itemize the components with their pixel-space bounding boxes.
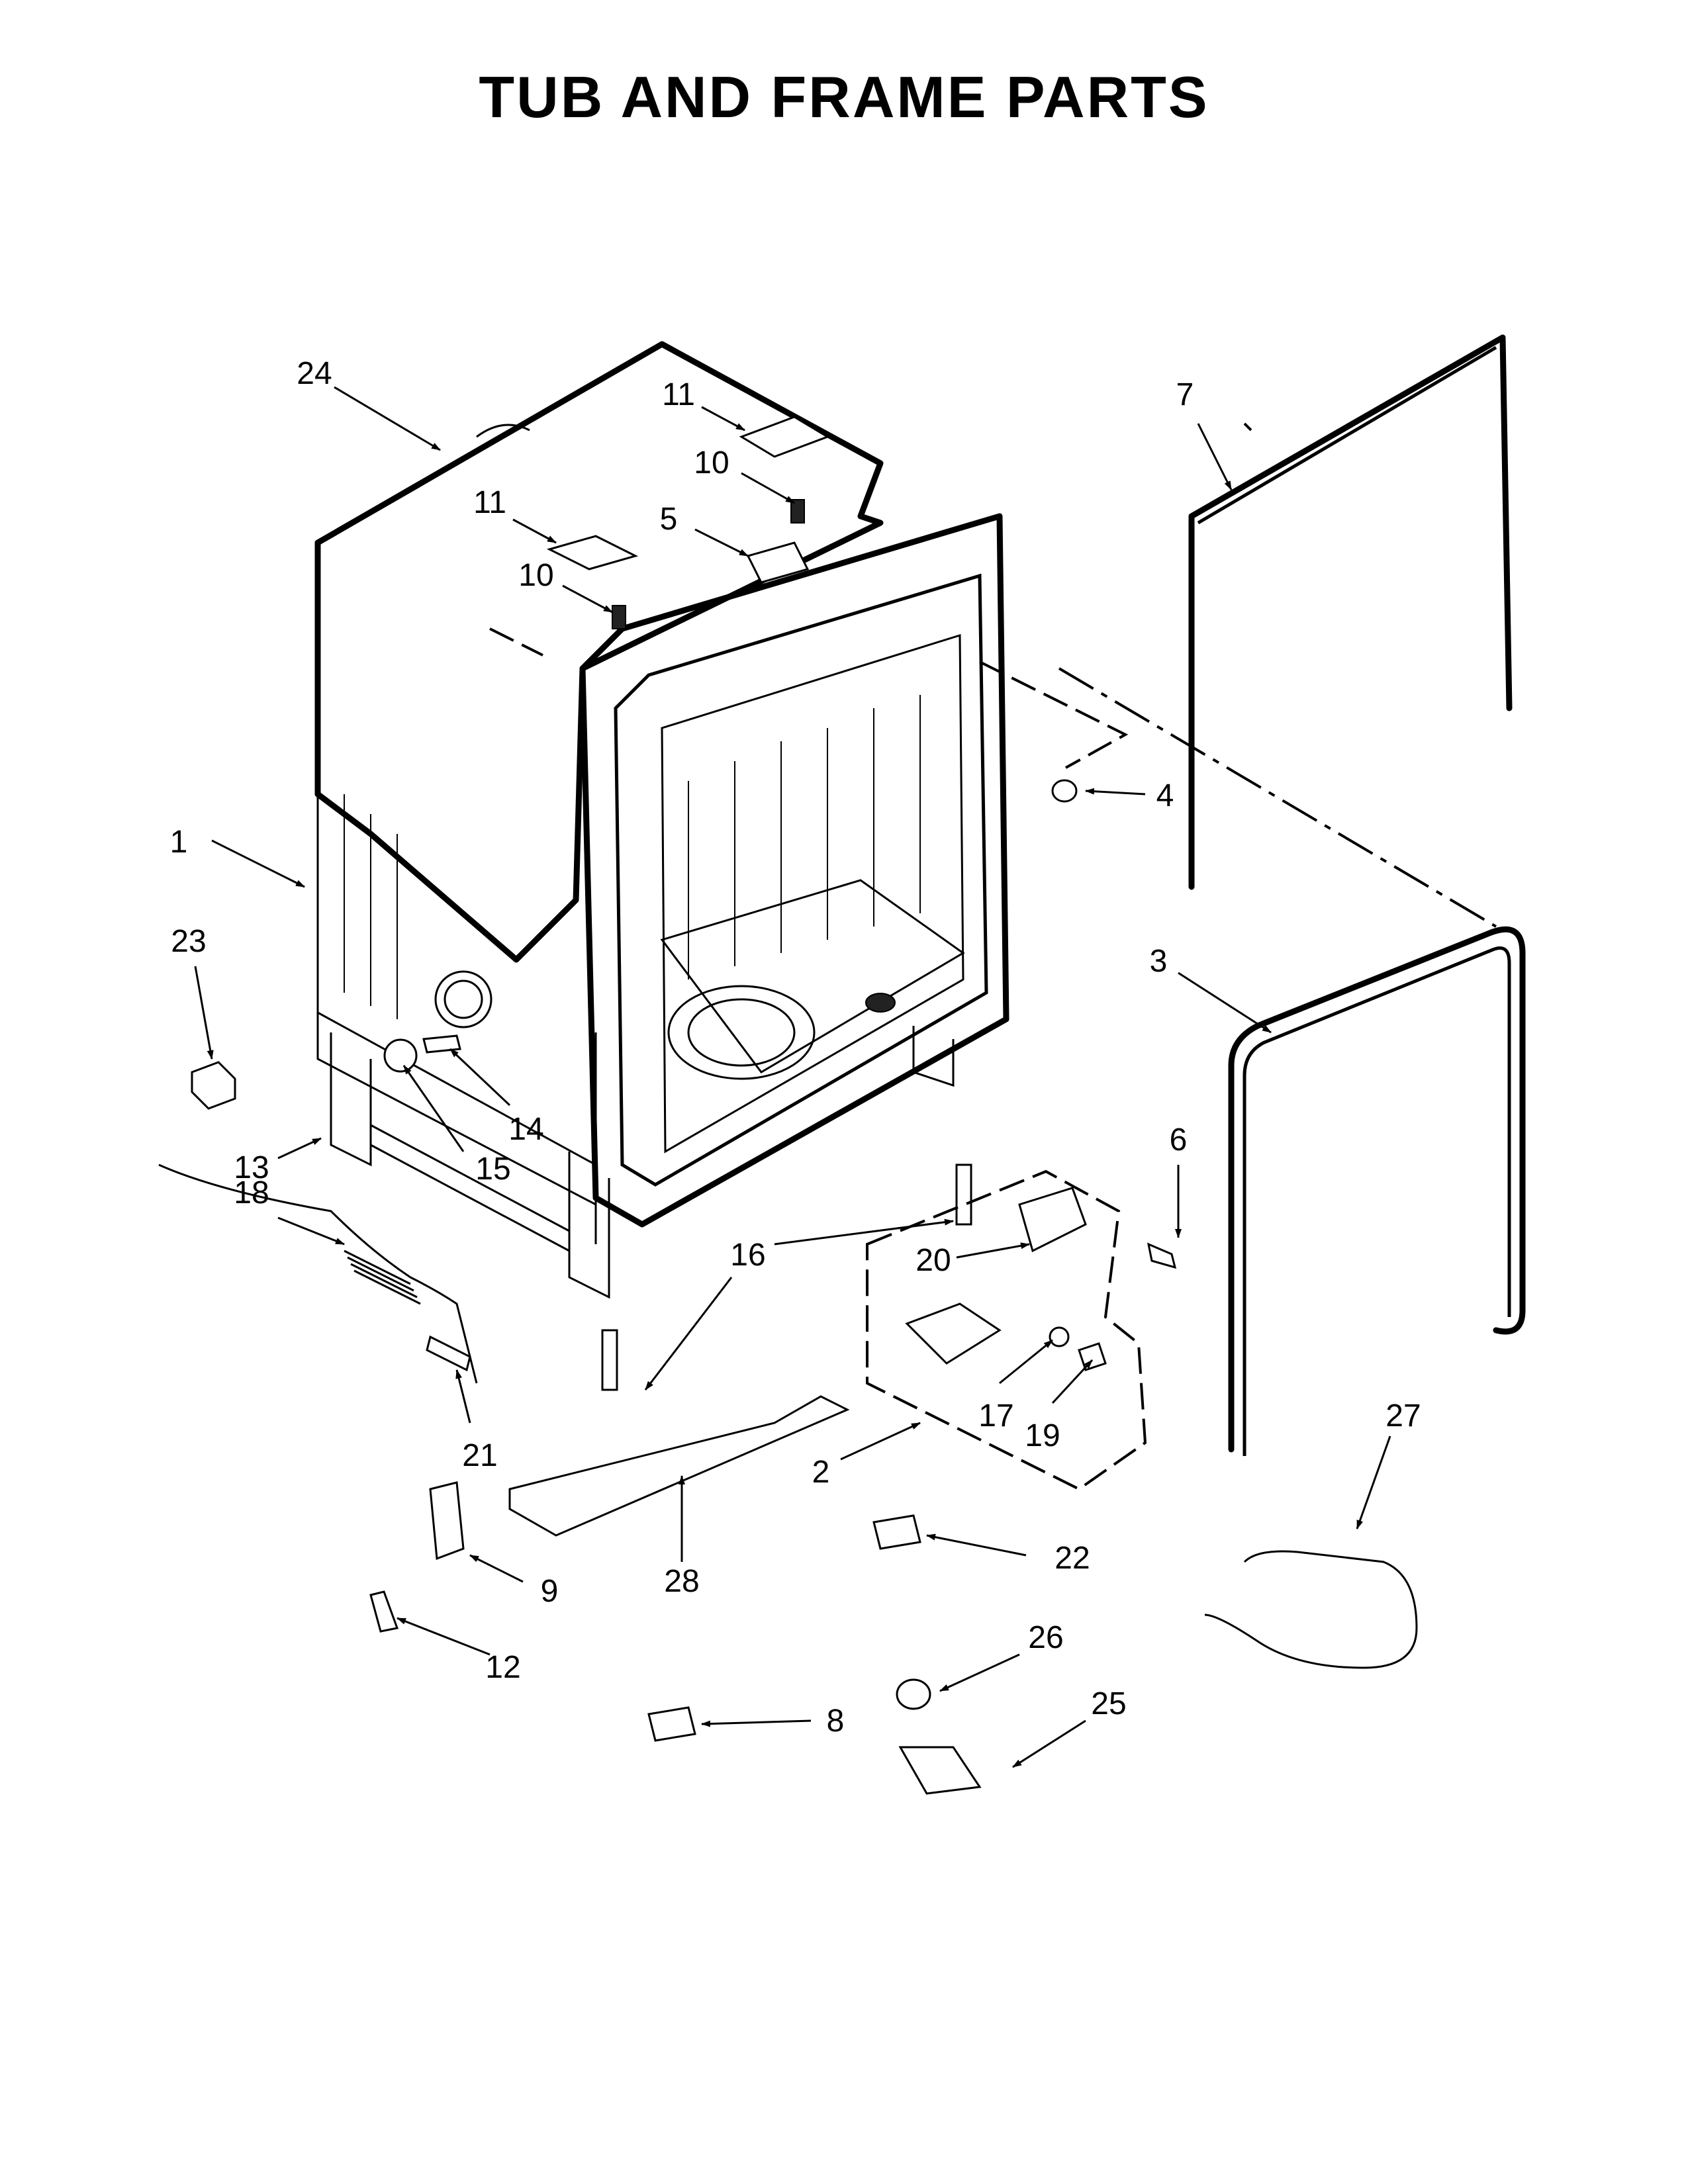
callout-12: 12	[485, 1650, 520, 1685]
callout-21: 21	[462, 1438, 497, 1473]
callout-15: 15	[475, 1152, 510, 1187]
leader-arrows	[194, 386, 1391, 1768]
callout-13: 13	[234, 1150, 269, 1185]
callout-16: 16	[730, 1238, 765, 1273]
callout-23: 23	[171, 924, 206, 959]
callout-11-upper: 11	[662, 377, 695, 412]
hinge-bracket-part	[739, 416, 830, 458]
callout-18: 18	[234, 1175, 269, 1210]
callout-11-lower: 11	[473, 485, 506, 520]
callout-14: 14	[508, 1112, 543, 1147]
callout-6: 6	[1170, 1122, 1188, 1158]
callout-27: 27	[1385, 1398, 1421, 1433]
callout-1: 1	[170, 825, 188, 860]
callout-10-upper: 10	[694, 445, 729, 480]
toe-plate-part	[508, 1395, 850, 1537]
callout-10-lower: 10	[518, 558, 553, 593]
callout-labels: 1 2 3 4 5 6 7 8 9 10 10 11 11 12 13 14 1…	[170, 356, 1421, 1739]
callout-26: 26	[1028, 1620, 1063, 1655]
lower-gasket-part	[1228, 926, 1526, 1453]
callout-5: 5	[660, 502, 678, 537]
callout-19: 19	[1025, 1418, 1060, 1453]
callout-17: 17	[978, 1398, 1013, 1433]
door-gasket-part	[1188, 334, 1513, 890]
callout-24: 24	[297, 356, 332, 391]
callout-28: 28	[664, 1564, 699, 1599]
callout-2: 2	[812, 1455, 830, 1490]
tub-assembly	[314, 341, 1009, 1299]
callout-25: 25	[1091, 1686, 1126, 1721]
callout-7: 7	[1176, 377, 1194, 412]
callout-3: 3	[1150, 944, 1168, 979]
callout-8: 8	[827, 1704, 845, 1739]
callout-20: 20	[915, 1243, 951, 1278]
page-title: TUB AND FRAME PARTS	[479, 64, 1209, 130]
callout-9: 9	[541, 1574, 559, 1609]
callout-22: 22	[1055, 1541, 1090, 1576]
callout-4: 4	[1156, 778, 1174, 813]
